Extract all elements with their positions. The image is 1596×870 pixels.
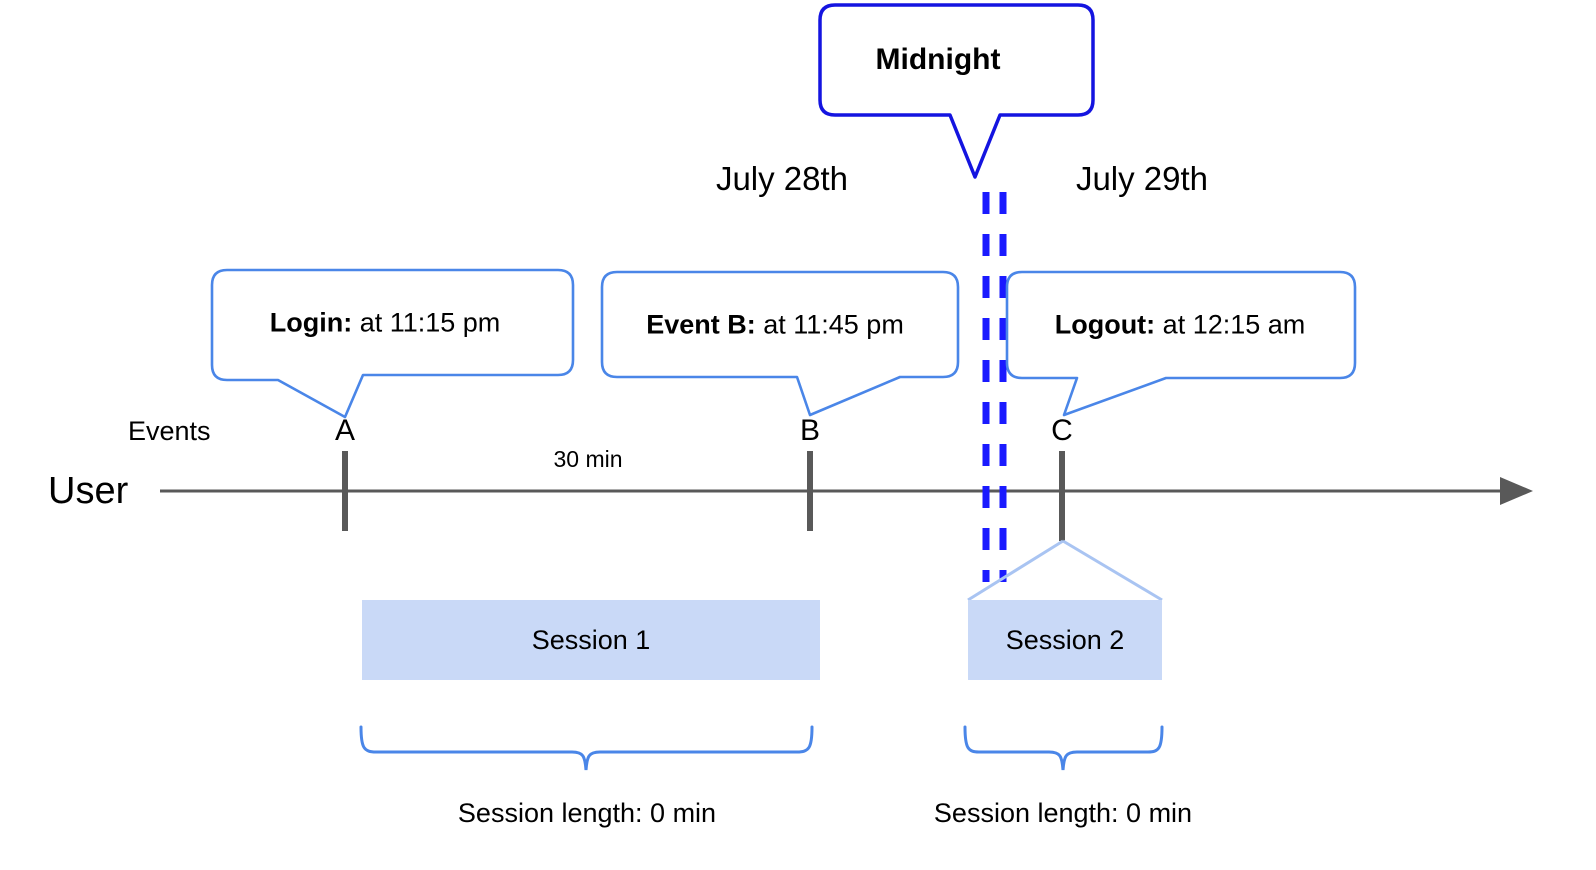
session2-brace [963, 725, 1164, 771]
callout-label-b: Event B: at 11:45 pm [646, 310, 904, 341]
callout-shape-a [210, 268, 575, 419]
session-block-1: Session 1 [362, 600, 820, 680]
session1-brace [359, 725, 814, 771]
axis-events-label: Events [128, 416, 211, 446]
session2-leader-lines [967, 539, 1163, 602]
midnight-callout-shape [818, 3, 1095, 179]
callout-label-a: Login: at 11:15 pm [270, 308, 501, 339]
arrow-right-icon [1500, 477, 1533, 505]
callout-label-c: Logout: at 12:15 am [1055, 310, 1306, 341]
session-block-1-label: Session 1 [531, 624, 651, 655]
callout-label-c-rest: at 12:15 am [1155, 309, 1306, 340]
callout-shape-b [600, 270, 960, 417]
callout-label-a-rest: at 11:15 pm [352, 307, 501, 338]
axis-row-label-user: User [48, 470, 129, 512]
callout-label-b-rest: at 11:45 pm [755, 309, 904, 340]
callout-shape-c [1005, 270, 1357, 417]
callout-label-a-bold: Login: [269, 307, 353, 338]
session-block-2: Session 2 [968, 600, 1162, 680]
date-label-july-28: July 28th [715, 160, 849, 197]
session-block-2-label: Session 2 [1005, 624, 1125, 655]
event-letter-a: A [334, 414, 356, 447]
timeline-axis [160, 477, 1533, 505]
event-letter-c: C [1051, 414, 1073, 447]
callout-label-b-bold: Event B: [646, 309, 756, 340]
date-label-july-29: July 29th [1075, 160, 1209, 197]
session-length-caption-1: Session length: 0 min [457, 798, 717, 828]
midnight-divider-icon [982, 192, 1007, 582]
session-length-caption-2: Session length: 0 min [933, 798, 1193, 828]
interval-label-30-min: 30 min [553, 446, 623, 472]
callout-label-c-bold: Logout: [1054, 309, 1156, 340]
midnight-callout-label: Midnight [875, 43, 1001, 76]
event-ticks [342, 451, 1065, 541]
event-letter-b: B [799, 414, 821, 447]
